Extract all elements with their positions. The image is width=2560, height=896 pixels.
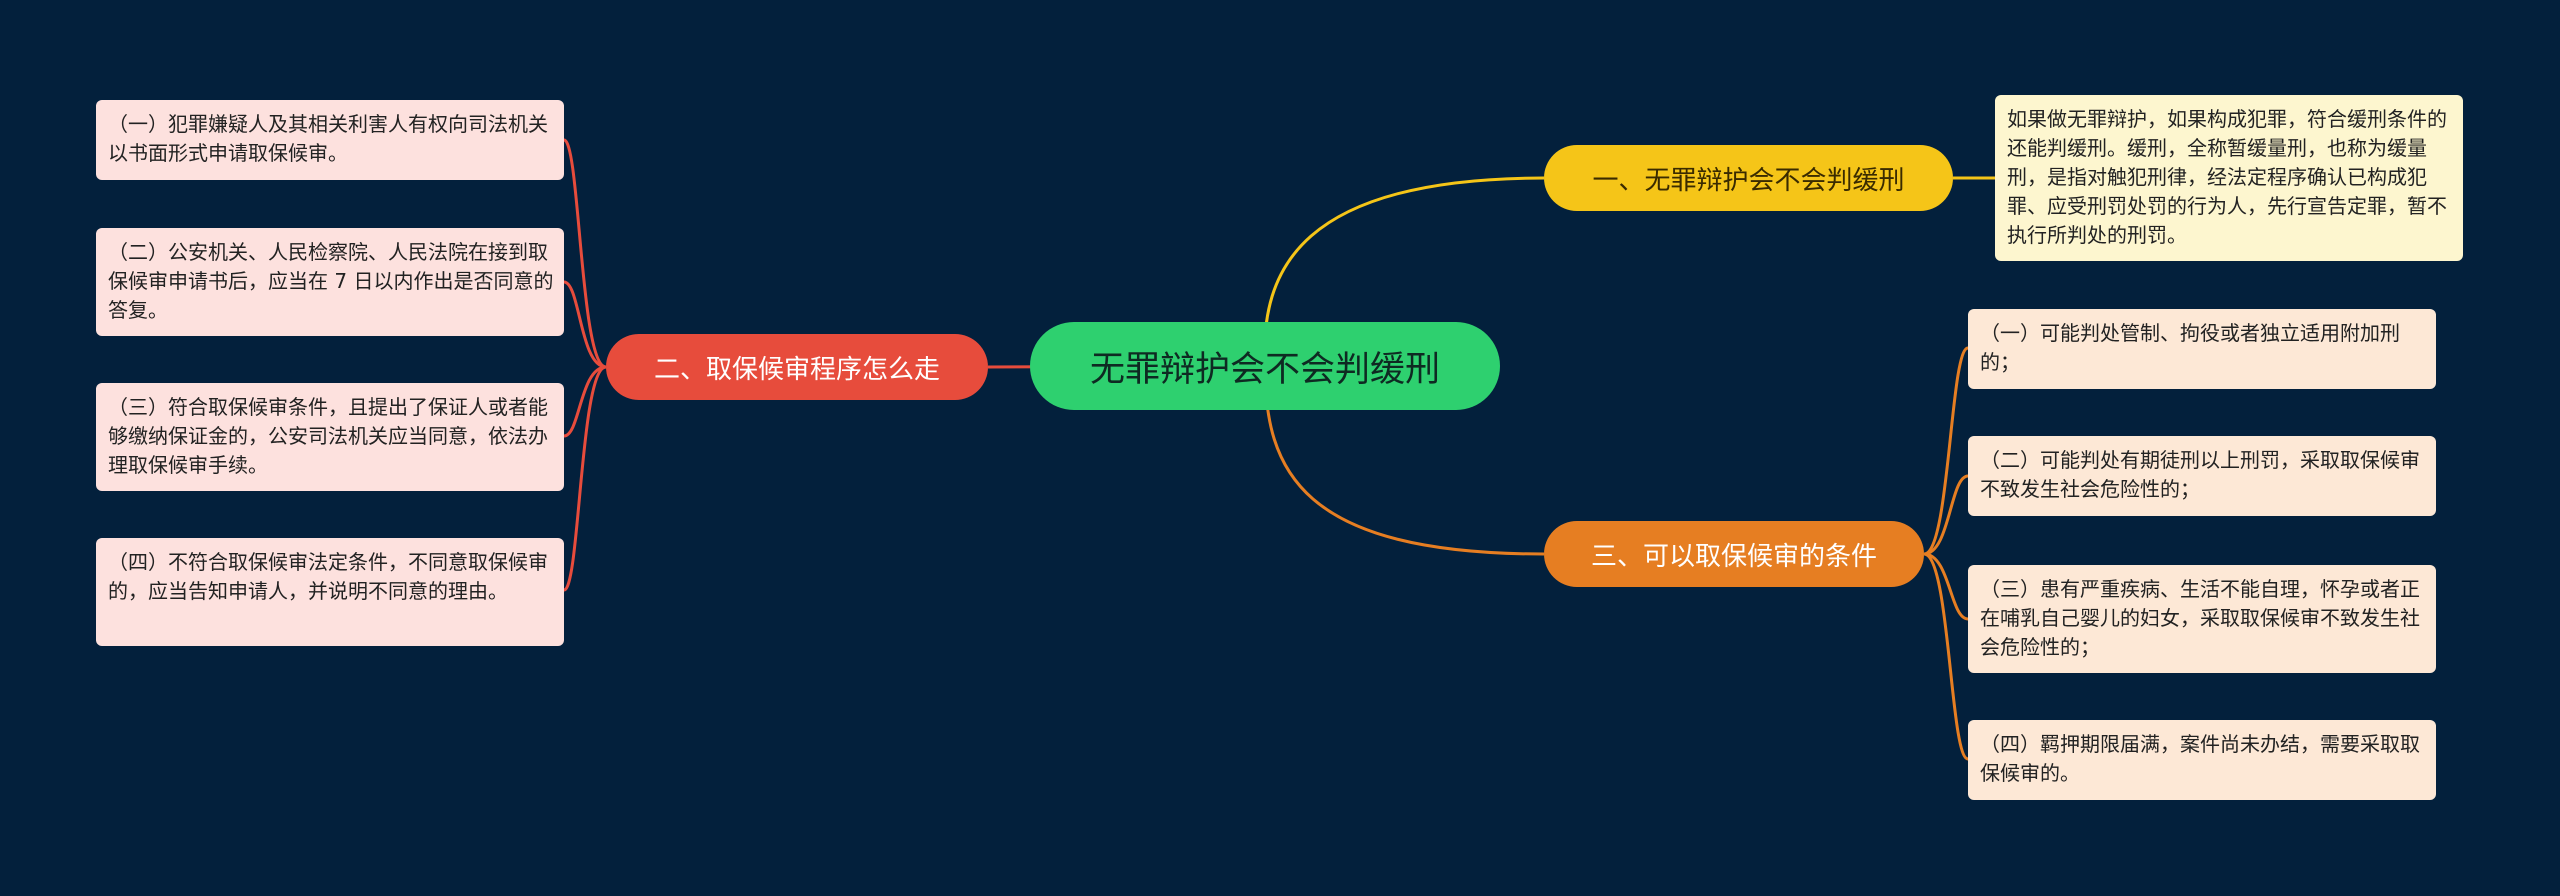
branch-3-leaf-2[interactable]: （二）可能判处有期徒刑以上刑罚，采取取保候审不致发生社会危险性的； <box>1968 436 2436 516</box>
connector-b3-leaf2 <box>1923 474 1969 556</box>
branch-1-label: 一、无罪辩护会不会判缓刑 <box>1592 165 1905 196</box>
branch-2-leaf-1[interactable]: （一）犯罪嫌疑人及其相关利害人有权向司法机关以书面形式申请取保候审。 <box>96 100 564 180</box>
branch-3-label: 三、可以取保候审的条件 <box>1590 541 1877 572</box>
root-node[interactable]: 无罪辩护会不会判缓刑 <box>1030 322 1500 410</box>
branch-1-node[interactable]: 一、无罪辩护会不会判缓刑 <box>1544 145 1953 211</box>
branch-3-node[interactable]: 三、可以取保候审的条件 <box>1544 521 1924 587</box>
leaf-text: （三）符合取保候审条件，且提出了保证人或者能够缴纳保证金的，公安司法机关应当同意… <box>108 395 548 477</box>
connector-b2-leaf1 <box>562 138 607 369</box>
connector-b3-leaf3 <box>1923 552 1969 621</box>
branch-1-leaf-1[interactable]: 如果做无罪辩护，如果构成犯罪，符合缓刑条件的还能判缓刑。缓刑，全称暂缓量刑，也称… <box>1995 95 2463 261</box>
branch-2-label: 二、取保候审程序怎么走 <box>653 354 940 385</box>
leaf-text: （二）可能判处有期徒刑以上刑罚，采取取保候审不致发生社会危险性的； <box>1980 448 2420 501</box>
connector-b3-leaf1 <box>1923 346 1969 556</box>
connector-b2-leaf2 <box>563 280 607 369</box>
connector-b3-leaf4 <box>1923 552 1969 761</box>
connector-b2-leaf4 <box>562 365 607 592</box>
branch-2-leaf-3[interactable]: （三）符合取保候审条件，且提出了保证人或者能够缴纳保证金的，公安司法机关应当同意… <box>96 383 564 491</box>
branch-3-leaf-1[interactable]: （一）可能判处管制、拘役或者独立适用附加刑的； <box>1968 309 2436 389</box>
branch-2-leaf-2[interactable]: （二）公安机关、人民检察院、人民法院在接到取保候审申请书后，应当在 7 日以内作… <box>96 228 564 336</box>
root-label: 无罪辩护会不会判缓刑 <box>1089 349 1440 390</box>
leaf-text: （四）不符合取保候审法定条件，不同意取保候审的，应当告知申请人，并说明不同意的理… <box>108 550 548 603</box>
leaf-text: （一）可能判处管制、拘役或者独立适用附加刑的； <box>1980 321 2400 374</box>
leaf-text: （三）患有严重疾病、生活不能自理，怀孕或者正在哺乳自己婴儿的妇女，采取取保候审不… <box>1980 577 2420 659</box>
leaf-text: （二）公安机关、人民检察院、人民法院在接到取保候审申请书后，应当在 7 日以内作… <box>108 240 554 322</box>
branch-3-leaf-4[interactable]: （四）羁押期限届满，案件尚未办结，需要采取取保候审的。 <box>1968 720 2436 800</box>
leaf-text: （一）犯罪嫌疑人及其相关利害人有权向司法机关以书面形式申请取保候审。 <box>108 112 548 165</box>
leaf-text: 如果做无罪辩护，如果构成犯罪，符合缓刑条件的还能判缓刑。缓刑，全称暂缓量刑，也称… <box>2007 107 2447 247</box>
branch-2-leaf-4[interactable]: （四）不符合取保候审法定条件，不同意取保候审的，应当告知申请人，并说明不同意的理… <box>96 538 564 646</box>
leaf-text: （四）羁押期限届满，案件尚未办结，需要采取取保候审的。 <box>1980 732 2420 785</box>
branch-3-leaf-3[interactable]: （三）患有严重疾病、生活不能自理，怀孕或者正在哺乳自己婴儿的妇女，采取取保候审不… <box>1968 565 2436 673</box>
connector-b2-leaf3 <box>563 365 607 438</box>
branch-2-node[interactable]: 二、取保候审程序怎么走 <box>606 334 988 400</box>
